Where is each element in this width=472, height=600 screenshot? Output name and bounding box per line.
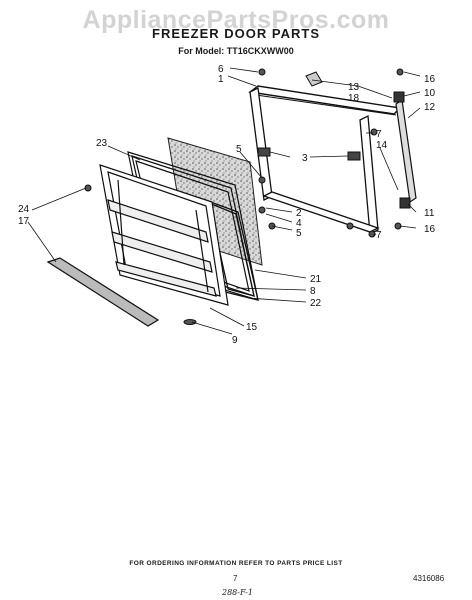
hinge-assemblies	[393, 91, 411, 209]
callout-16-bottom: 16	[424, 224, 436, 235]
callout-23: 23	[96, 138, 108, 149]
callout-7-top: 7	[376, 129, 382, 140]
diagram-title: FREEZER DOOR PARTS	[152, 26, 320, 41]
door-shelf-bar	[46, 257, 160, 327]
hinge-trim-strip	[395, 98, 417, 204]
callout-3: 3	[302, 153, 308, 164]
callout-4: 4	[296, 218, 302, 229]
page-number: 7	[233, 574, 238, 583]
reference-number: 4316086	[413, 574, 445, 583]
handwritten-note: 288-F-1	[222, 588, 253, 597]
callout-2: 2	[296, 208, 302, 219]
door-handle	[305, 71, 323, 87]
callout-10: 10	[424, 88, 436, 99]
callout-1: 1	[218, 74, 224, 85]
leader-lines	[27, 67, 421, 335]
upper-door-rail	[248, 85, 402, 115]
callout-5-bottom: 5	[296, 228, 302, 239]
callout-15: 15	[246, 322, 258, 333]
ordering-info-note: FOR ORDERING INFORMATION REFER TO PARTS …	[129, 560, 343, 567]
outer-door-panel	[99, 164, 229, 306]
lower-door-rail	[262, 191, 380, 233]
callout-6: 6	[218, 64, 224, 75]
model-subtitle: For Model: TT16CKXWW00	[178, 46, 294, 56]
callout-14: 14	[376, 140, 388, 151]
callout-17: 17	[18, 216, 30, 227]
fasteners	[84, 68, 404, 325]
callout-12: 12	[424, 102, 436, 113]
callout-11: 11	[424, 208, 435, 219]
callout-24: 24	[18, 204, 30, 215]
callout-7-bottom: 7	[376, 230, 382, 241]
callout-9: 9	[232, 335, 238, 346]
callout-8: 8	[310, 286, 316, 297]
callout-5-top: 5	[236, 144, 242, 155]
callout-16-top: 16	[424, 74, 436, 85]
right-frame-rail	[359, 114, 379, 236]
watermark: AppliancePartsPros.com	[82, 6, 390, 34]
frame-brackets	[257, 147, 361, 161]
callout-18: 18	[348, 93, 360, 104]
callout-22: 22	[310, 298, 322, 309]
callout-13: 13	[348, 82, 360, 93]
callout-21: 21	[310, 274, 322, 285]
